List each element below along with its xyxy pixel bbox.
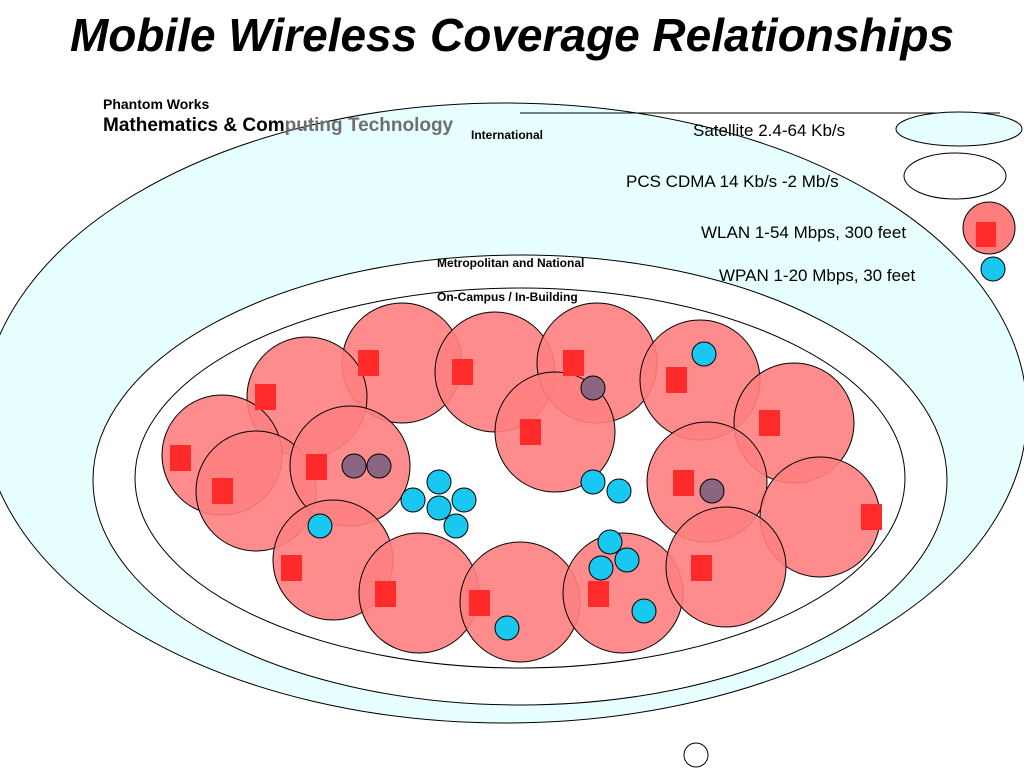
small-circle [683,742,709,768]
wpan-device [691,341,717,367]
legend-wlan-label: WLAN 1-54 Mbps, 300 feet [701,223,907,242]
access-point [469,590,490,616]
org-department: Mathematics & Computing Technology [103,115,453,137]
wpan-device [699,478,725,504]
wpan-device [400,487,426,513]
wpan-device [426,469,452,495]
org-department-part2: puting Technology [284,115,454,136]
wlan-access-points [170,350,882,616]
metropolitan-label: Metropolitan and National [437,256,585,270]
wpan-device [606,478,632,504]
wpan-device [366,453,392,479]
org-department-part1: Mathematics & Com [103,115,285,136]
wpan-device [588,555,614,581]
wlan-cell [494,371,616,493]
wpan-devices [307,341,725,641]
access-point [255,384,276,410]
wpan-device [451,487,477,513]
wpan-device [341,453,367,479]
page-title: Mobile Wireless Coverage Relationships [69,9,955,61]
wpan-device [580,469,606,495]
access-point [673,470,694,496]
wpan-device [307,513,333,539]
access-point [520,419,541,445]
access-point [691,555,712,581]
wpan-device [443,513,469,539]
access-point [358,350,379,376]
access-point [306,454,327,480]
access-point [861,504,882,530]
access-point [212,478,233,504]
wpan-device [597,529,623,555]
legend-wpan-label: WPAN 1-20 Mbps, 30 feet [719,266,916,285]
wlan-cell [665,506,787,628]
access-point [281,555,302,581]
international-label: International [471,128,544,142]
legend-satellite-label: Satellite 2.4-64 Kb/s [693,121,846,140]
campus-label: On-Campus / In-Building [437,290,578,304]
access-point [759,410,780,436]
access-point [563,350,584,376]
access-point [170,445,191,471]
wpan-device [631,598,657,624]
wlan-cells [161,302,881,663]
access-point [452,359,473,385]
legend-wlan-ap-symbol [976,222,996,247]
legend-wpan-symbol [980,256,1006,282]
access-point [666,367,687,393]
wpan-device [614,547,640,573]
access-point [588,581,609,607]
access-point [375,581,396,607]
legend-pcs-label: PCS CDMA 14 Kb/s -2 Mb/s [626,172,839,191]
wpan-device [426,495,452,521]
org-name: Phantom Works [103,96,210,112]
wpan-device [494,615,520,641]
wpan-device [580,375,606,401]
legend-satellite-symbol [895,111,1023,147]
legend-pcs-symbol [903,152,1007,200]
